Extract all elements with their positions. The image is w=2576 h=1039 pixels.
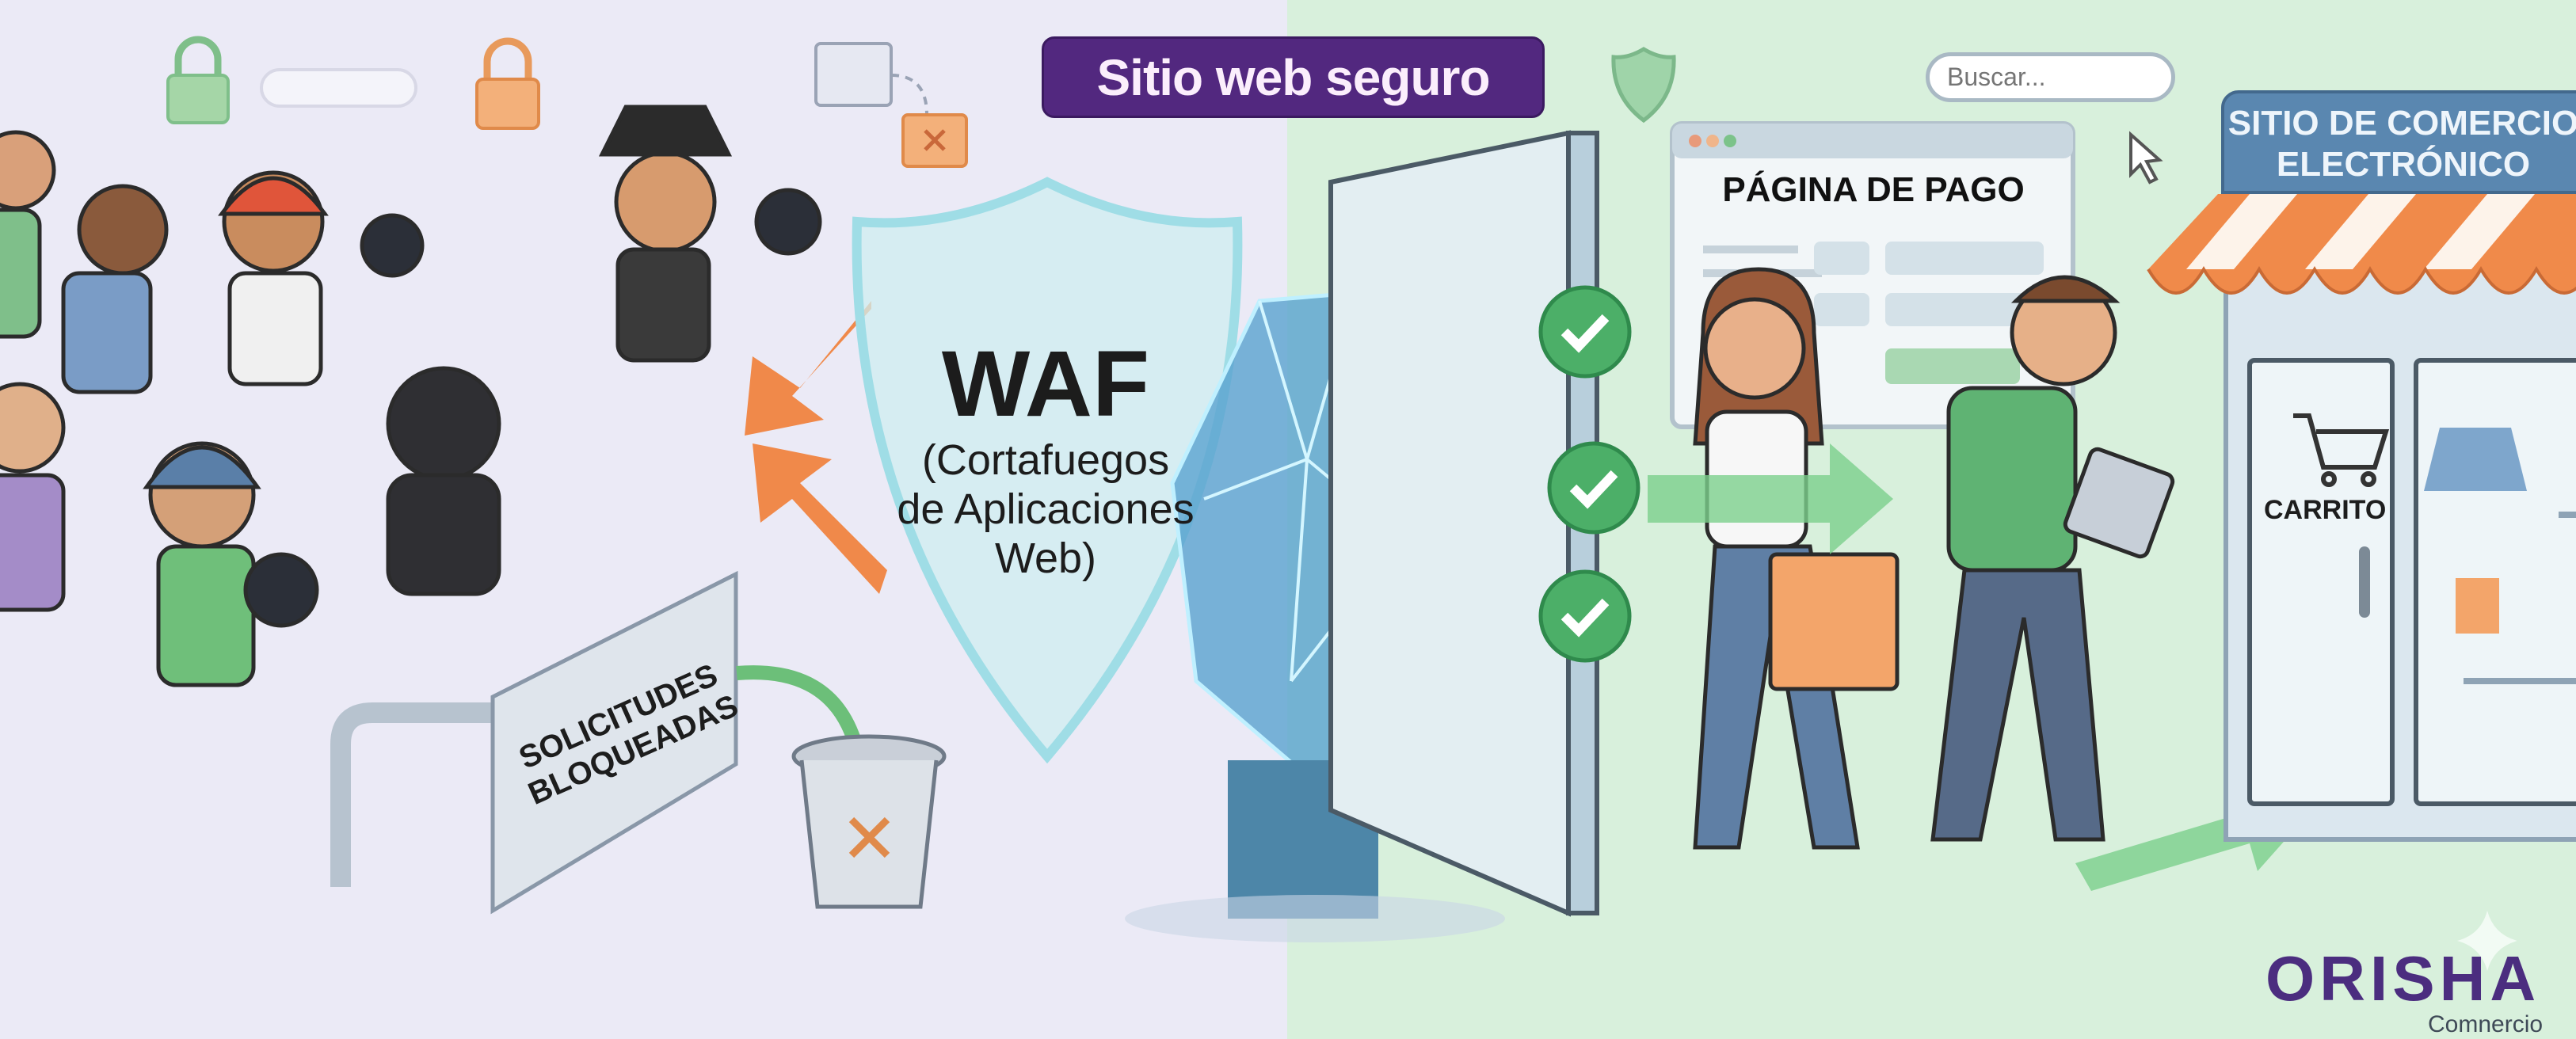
check-icons bbox=[1538, 285, 1640, 663]
store-sign-line: ELECTRÓNICO bbox=[2276, 145, 2531, 184]
search-box[interactable] bbox=[1926, 52, 2175, 102]
blocked-requests-barrier bbox=[330, 570, 738, 915]
door bbox=[1328, 130, 1599, 917]
waf-shield-icon bbox=[852, 177, 1243, 764]
bandana-attacker bbox=[218, 170, 425, 386]
check-icon bbox=[1538, 569, 1632, 663]
pirate-attacker bbox=[598, 105, 822, 363]
mouse-cursor-icon bbox=[2129, 131, 2163, 185]
waf-subtitle-line: Web) bbox=[994, 535, 1097, 582]
page-title: Sitio web seguro bbox=[1096, 48, 1490, 106]
beanie-attacker bbox=[143, 441, 319, 687]
logo-sparkle bbox=[2457, 911, 2517, 971]
blocked-arrow-icon bbox=[745, 301, 887, 594]
orisha-logo: ORISHA Comnercio bbox=[2265, 943, 2543, 1038]
shopping-cart-icon bbox=[2293, 413, 2390, 487]
shopper-man bbox=[1930, 275, 2175, 842]
lock-icon bbox=[166, 36, 230, 124]
attacker-crowd bbox=[0, 105, 822, 687]
logo-tagline: Comnercio bbox=[2428, 1011, 2544, 1037]
discard-arrow-icon bbox=[736, 665, 863, 747]
page-title-banner: Sitio web seguro bbox=[1042, 36, 1545, 118]
crowd-person bbox=[0, 382, 66, 612]
payment-page-title: PÁGINA DE PAGO bbox=[1722, 170, 2025, 209]
toggle-icon bbox=[260, 68, 417, 108]
secure-shield-icon bbox=[1611, 47, 1676, 124]
lock-icon bbox=[475, 37, 540, 130]
waf-title: WAF bbox=[941, 332, 1150, 436]
waf-label: WAF (Cortafuegos de Aplicaciones Web) bbox=[863, 333, 1228, 583]
crowd-person bbox=[61, 184, 169, 394]
awning bbox=[2147, 194, 2576, 295]
store-sign-line: SITIO DE COMERCIO bbox=[2227, 104, 2576, 143]
cart-label: CARRITO bbox=[2264, 495, 2387, 525]
logo-name: ORISHA bbox=[2265, 943, 2541, 1014]
trash-can-icon bbox=[791, 734, 947, 909]
waf-subtitle-line: (Cortafuegos bbox=[921, 436, 1170, 484]
hooded-hacker bbox=[386, 366, 501, 596]
crowd-person bbox=[0, 130, 56, 339]
browser-window-icon bbox=[814, 42, 928, 116]
storefront bbox=[2224, 267, 2576, 842]
blocked-folder-icon bbox=[901, 113, 968, 168]
check-icon bbox=[1538, 285, 1632, 379]
ecommerce-store-sign: SITIO DE COMERCIO ELECTRÓNICO bbox=[2221, 90, 2576, 194]
waf-subtitle-line: de Aplicaciones bbox=[897, 485, 1195, 533]
check-icon bbox=[1547, 441, 1640, 535]
search-input[interactable] bbox=[1930, 56, 2171, 98]
